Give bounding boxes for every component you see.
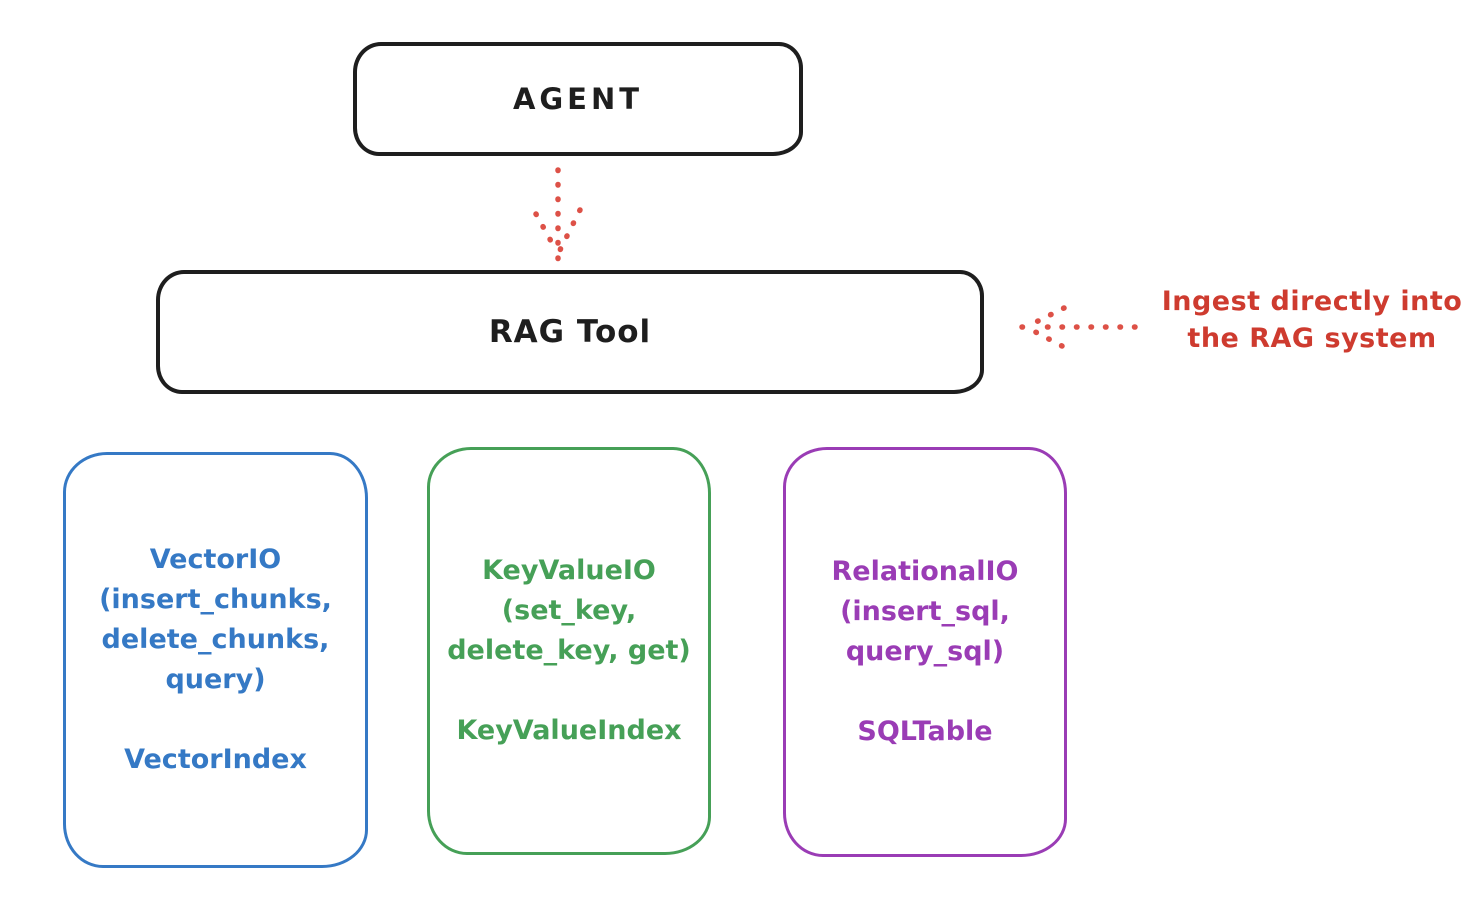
vector-io-title: VectorIO	[149, 544, 282, 575]
keyvalue-io-title: KeyValueIO	[482, 555, 656, 586]
ingest-annotation-line2: the RAG system	[1187, 323, 1437, 354]
agent-to-ragtool-arrow	[533, 167, 583, 262]
ingest-annotation-line1: Ingest directly into	[1161, 286, 1463, 317]
agent-box-label: AGENT	[512, 82, 644, 116]
vector-io-box: VectorIO (insert_chunks, delete_chunks, …	[63, 452, 368, 868]
relational-io-line: query_sql)	[845, 636, 1005, 667]
keyvalue-io-box: KeyValueIO (set_key, delete_key, get) Ke…	[427, 447, 711, 855]
relational-io-title: RelationalIO	[831, 556, 1019, 587]
keyvalue-io-footer: KeyValueIndex	[456, 715, 682, 746]
vector-io-footer: VectorIndex	[124, 744, 307, 775]
rag-tool-box-label: RAG Tool	[488, 314, 652, 350]
rag-tool-box: RAG Tool	[156, 270, 984, 394]
relational-io-line: (insert_sql,	[840, 596, 1010, 627]
vector-io-line: query)	[165, 664, 266, 695]
vector-io-line: (insert_chunks,	[99, 584, 332, 615]
vector-io-line: delete_chunks,	[101, 624, 330, 655]
keyvalue-io-line: delete_key, get)	[447, 635, 691, 666]
ingest-annotation: Ingest directly into the RAG system	[1140, 283, 1484, 357]
keyvalue-io-line: (set_key,	[501, 595, 637, 626]
relational-io-box: RelationalIO (insert_sql, query_sql) SQL…	[783, 447, 1067, 857]
relational-io-footer: SQLTable	[857, 716, 993, 747]
agent-box: AGENT	[353, 42, 803, 156]
ingest-into-rag-arrow	[1019, 305, 1138, 349]
